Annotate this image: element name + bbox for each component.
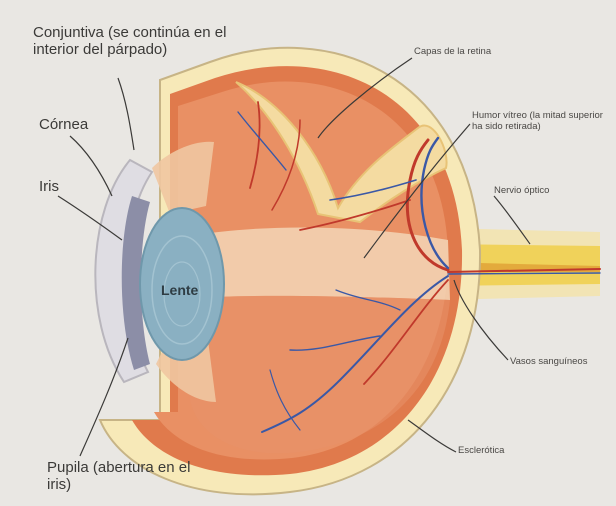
label-pupila: Pupila (abertura en el iris) — [47, 460, 207, 494]
label-conjuntiva: Conjuntiva (se continúa en el interior d… — [33, 25, 233, 59]
label-humor-vitreo: Humor vítreo (la mitad superior ha sido … — [472, 111, 612, 132]
label-nervio-optico: Nervio óptico — [494, 186, 549, 197]
label-esclerotica: Esclerótica — [458, 446, 504, 457]
label-cornea: Córnea — [39, 117, 88, 134]
label-lente: Lente — [161, 283, 198, 299]
label-vasos-sanguineos: Vasos sanguíneos — [510, 357, 587, 368]
label-capas-retina: Capas de la retina — [414, 47, 491, 58]
vitreous-humor — [190, 227, 450, 300]
label-iris: Iris — [39, 179, 59, 196]
